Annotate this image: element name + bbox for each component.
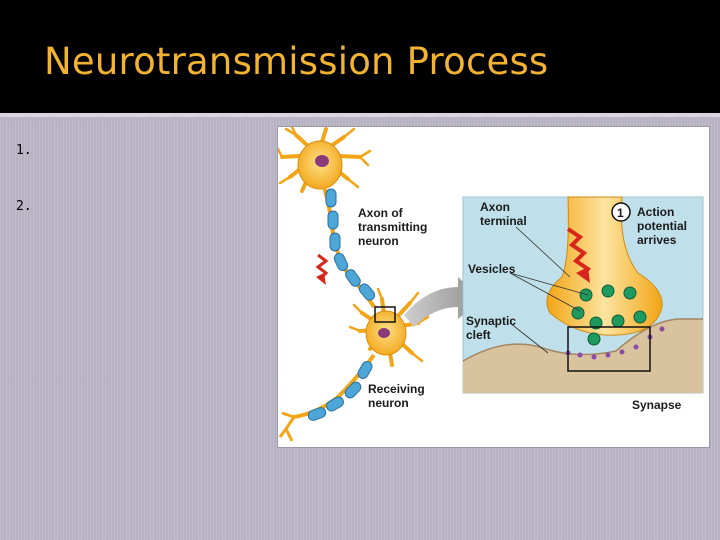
arrowhead-icon <box>576 267 590 283</box>
label-axon-line1: Axon of <box>358 206 404 220</box>
vesicle <box>623 286 637 300</box>
label-receiving-line1: Receiving <box>368 382 425 396</box>
vesicle <box>633 310 647 324</box>
label-synapse: Synapse <box>632 398 682 412</box>
list-item: 1. <box>16 143 32 158</box>
myelinated-axon <box>322 186 376 309</box>
title-bar: Neurotransmission Process <box>0 0 720 113</box>
arrowhead-icon <box>316 273 326 285</box>
receiving-neuron <box>348 287 430 367</box>
cleft-zoom-box <box>567 326 651 372</box>
label-terminal-line2: terminal <box>480 214 527 228</box>
label-axon-line3: neuron <box>358 234 399 248</box>
label-cleft-line1: Synaptic <box>466 314 516 328</box>
leader-lines <box>509 226 589 354</box>
label-axon-line2: transmitting <box>358 220 427 234</box>
vesicle <box>611 314 625 328</box>
label-action-line3: arrives <box>637 233 677 247</box>
figure-illustration: Axon of transmitting neuron Receiving ne… <box>278 127 704 442</box>
header-divider <box>0 113 720 117</box>
vesicle <box>571 306 585 320</box>
receptors <box>565 326 665 360</box>
vesicle <box>601 284 615 298</box>
step-number: 1 <box>617 206 624 220</box>
transmitting-neuron <box>278 127 372 193</box>
label-receiving-line2: neuron <box>368 396 409 410</box>
step-number-badge <box>611 202 631 222</box>
label-action-line2: potential <box>637 219 687 233</box>
numbered-list: 1. 2. <box>16 143 32 255</box>
label-cleft-line2: cleft <box>466 328 491 342</box>
synapse-inset <box>462 196 704 394</box>
label-action-line1: Action <box>637 205 674 219</box>
vesicle <box>587 332 601 346</box>
slide-title: Neurotransmission Process <box>44 40 549 83</box>
list-item: 2. <box>16 199 32 214</box>
label-vesicles: Vesicles <box>468 262 516 276</box>
vesicle <box>579 288 593 302</box>
neurotransmission-figure: Axon of transmitting neuron Receiving ne… <box>277 126 710 448</box>
vesicle <box>589 316 603 330</box>
receiving-axon <box>278 353 376 442</box>
label-terminal-line1: Axon <box>480 200 510 214</box>
zoom-box <box>374 306 396 323</box>
